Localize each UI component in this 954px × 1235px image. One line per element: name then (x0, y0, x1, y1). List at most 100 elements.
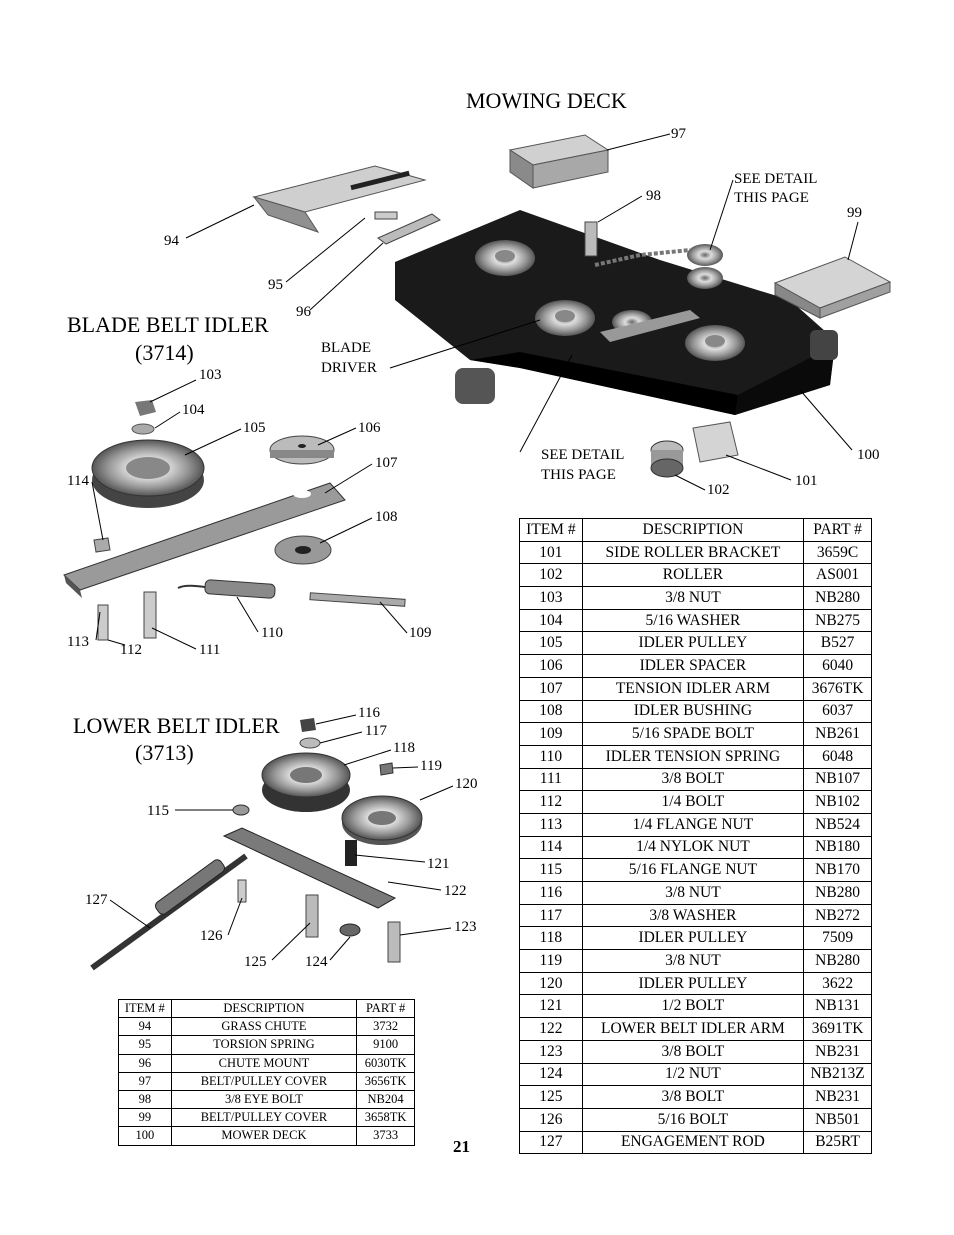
callout-125: 125 (244, 954, 267, 970)
cell-description: IDLER PULLEY (581, 971, 805, 996)
callout-110: 110 (261, 625, 283, 641)
callout-100: 100 (857, 447, 880, 463)
belt-pulley-cover-97 (508, 134, 610, 189)
callout-102: 102 (707, 482, 730, 498)
cell-part-number: NB107 (803, 767, 872, 792)
cell-description: GRASS CHUTE (170, 1017, 358, 1037)
cell-description: LOWER BELT IDLER ARM (581, 1017, 805, 1041)
cell-part-number: 6040 (803, 654, 872, 678)
cell-description: BELT/PULLEY COVER (170, 1071, 358, 1091)
callout-118: 118 (393, 740, 415, 756)
cell-item-number: 98 (118, 1089, 172, 1110)
callout-96: 96 (296, 304, 311, 320)
callout-97: 97 (671, 126, 686, 142)
callout-94: 94 (164, 233, 179, 249)
cell-item-number: 119 (519, 949, 583, 973)
leader-lines (91, 133, 859, 961)
torsion-spring-part (374, 211, 398, 220)
cell-part-number: NB272 (803, 903, 872, 928)
idler-bushing-108 (274, 535, 332, 565)
cell-description: 3/8 NUT (581, 586, 805, 610)
callout-127: 127 (85, 892, 108, 908)
cell-part-number: 3691TK (803, 1017, 872, 1041)
cell-description: 5/16 BOLT (581, 1107, 805, 1132)
callout-116: 116 (358, 705, 380, 721)
cell-item-number: 122 (519, 1017, 583, 1041)
cell-item-number: 108 (519, 699, 583, 724)
cell-item-number: 115 (519, 858, 583, 882)
callout-blade: BLADE (321, 340, 371, 356)
callout-this-page: THIS PAGE (541, 467, 616, 483)
cell-part-number: NB231 (803, 1085, 872, 1109)
cell-description: 3/8 EYE BOLT (170, 1089, 358, 1110)
lower-belt-idler-title: LOWER BELT IDLER (73, 713, 280, 738)
cell-part-number: 3658TK (356, 1108, 415, 1128)
cell-description: CHUTE MOUNT (170, 1053, 358, 1073)
idler-pulley-120 (341, 795, 423, 845)
cell-part-number: 6030TK (356, 1053, 415, 1073)
callout-driver: DRIVER (321, 360, 377, 376)
cell-item-number: 97 (118, 1071, 172, 1091)
callout-see-detail: SEE DETAIL (541, 447, 625, 463)
cell-description: MOWER DECK (170, 1126, 358, 1146)
side-roller-bracket-part (692, 421, 739, 463)
cell-item-number: 104 (519, 608, 583, 633)
callout-114: 114 (67, 473, 89, 489)
roller-part (650, 440, 684, 478)
callout-109: 109 (409, 625, 432, 641)
engagement-rod-127 (90, 853, 248, 971)
cell-description: IDLER SPACER (581, 654, 805, 678)
cell-description: IDLER BUSHING (581, 699, 805, 724)
cell-item-number: 123 (519, 1039, 583, 1064)
cell-part-number: 6048 (803, 744, 872, 769)
cell-part-number: NB213Z (803, 1062, 872, 1087)
page-title: MOWING DECK (466, 88, 627, 113)
cell-item-number: 116 (519, 881, 583, 905)
cell-description: IDLER PULLEY (581, 631, 805, 656)
idler-nut-103 (131, 400, 156, 435)
callout-this-page: THIS PAGE (734, 190, 809, 206)
callout-113: 113 (67, 634, 89, 650)
cell-part-number: NB131 (803, 994, 872, 1019)
cell-item-number: 124 (519, 1062, 583, 1087)
callout-115: 115 (147, 803, 169, 819)
cell-item-number: 121 (519, 994, 583, 1019)
cell-part-number: 3656TK (356, 1071, 415, 1091)
cell-item-number: 102 (519, 563, 583, 588)
callout-101: 101 (795, 473, 818, 489)
belt-pulley-cover-99 (773, 256, 892, 319)
cell-description: 1/4 FLANGE NUT (581, 812, 805, 837)
cell-item-number: 117 (519, 903, 583, 928)
callout-121: 121 (427, 856, 450, 872)
cell-part-number: AS001 (803, 563, 872, 588)
idler-pulley-105 (91, 439, 205, 508)
cell-item-number: 96 (118, 1053, 172, 1073)
cell-item-number: 120 (519, 971, 583, 996)
cell-item-number: 112 (519, 790, 583, 814)
cell-item-number: 107 (519, 676, 583, 701)
cell-part-number: 3732 (356, 1017, 415, 1037)
cell-part-number: NB170 (803, 858, 872, 882)
cell-item-number: 95 (118, 1035, 172, 1055)
cell-part-number: NB280 (803, 881, 872, 905)
blade-belt-idler-part-number: (3714) (135, 340, 194, 365)
cell-part-number: NB204 (356, 1089, 415, 1110)
cell-description: 1/4 NYLOK NUT (581, 835, 805, 860)
callout-122: 122 (444, 883, 467, 899)
